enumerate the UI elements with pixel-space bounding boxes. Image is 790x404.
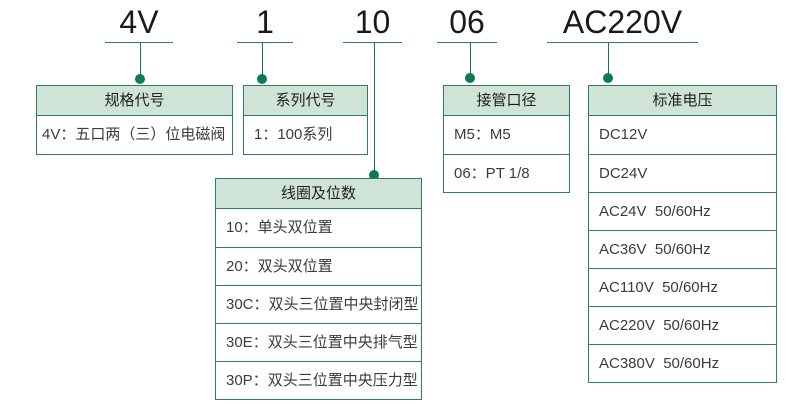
underline-series xyxy=(237,42,293,43)
standard-voltage-item: DC12V xyxy=(599,126,648,143)
code-segment-series: 1 xyxy=(256,4,274,40)
standard-voltage-item: AC24V 50/60Hz xyxy=(589,192,776,230)
series-code-box: 系列代号 1：100系列 xyxy=(243,85,368,155)
connector-dot-coil xyxy=(369,170,379,180)
standard-voltage-item: AC36V 50/60Hz xyxy=(589,230,776,268)
underline-port xyxy=(437,42,497,43)
underline-voltage xyxy=(547,42,698,43)
connector-dot-voltage xyxy=(603,73,613,83)
standard-voltage-header: 标准电压 xyxy=(589,86,776,116)
connector-line-series xyxy=(262,43,263,79)
connector-dot-spec xyxy=(135,74,145,84)
code-segment-coil: 10 xyxy=(354,4,391,40)
coil-positions-item: 10：单头双位置 xyxy=(226,219,333,236)
series-code-item: 1：100系列 xyxy=(254,126,333,143)
port-size-box: 接管口径 M5：M5 06：PT 1/8 xyxy=(443,85,570,193)
port-size-header: 接管口径 xyxy=(444,86,569,116)
series-code-header: 系列代号 xyxy=(244,86,367,116)
code-segment-voltage: AC220V xyxy=(562,4,683,40)
connector-line-port xyxy=(470,43,471,78)
connector-line-coil xyxy=(374,43,375,175)
spec-code-box: 规格代号 4V：五口两（三）位电磁阀 xyxy=(36,85,233,155)
underline-coil xyxy=(343,42,402,43)
spec-code-item: 4V：五口两（三）位电磁阀 xyxy=(42,126,226,143)
connector-dot-port xyxy=(465,73,475,83)
connector-line-spec xyxy=(140,43,141,79)
coil-positions-box: 线圈及位数 10：单头双位置 20：双头双位置 30C：双头三位置中央封闭型 3… xyxy=(215,178,422,400)
standard-voltage-item: DC24V xyxy=(589,154,776,192)
coil-positions-item: 30C：双头三位置中央封闭型 xyxy=(216,285,421,323)
port-size-item: M5：M5 xyxy=(454,126,511,143)
code-segment-port: 06 xyxy=(449,4,485,40)
standard-voltage-item: AC220V 50/60Hz xyxy=(589,306,776,344)
coil-positions-item: 30E：双头三位置中央排气型 xyxy=(216,323,421,361)
standard-voltage-box: 标准电压 DC12V DC24V AC24V 50/60Hz AC36V 50/… xyxy=(588,85,777,383)
connector-dot-series xyxy=(257,74,267,84)
standard-voltage-item: AC380V 50/60Hz xyxy=(589,344,776,382)
connector-line-voltage xyxy=(608,43,609,78)
coil-positions-item: 20：双头双位置 xyxy=(216,247,421,285)
coil-positions-item: 30P：双头三位置中央压力型 xyxy=(216,361,421,399)
port-size-item: 06：PT 1/8 xyxy=(444,154,569,192)
underline-spec xyxy=(105,42,173,43)
coil-positions-header: 线圈及位数 xyxy=(216,179,421,209)
standard-voltage-item: AC110V 50/60Hz xyxy=(589,268,776,306)
code-segment-spec: 4V xyxy=(119,4,159,40)
spec-code-header: 规格代号 xyxy=(37,86,232,116)
